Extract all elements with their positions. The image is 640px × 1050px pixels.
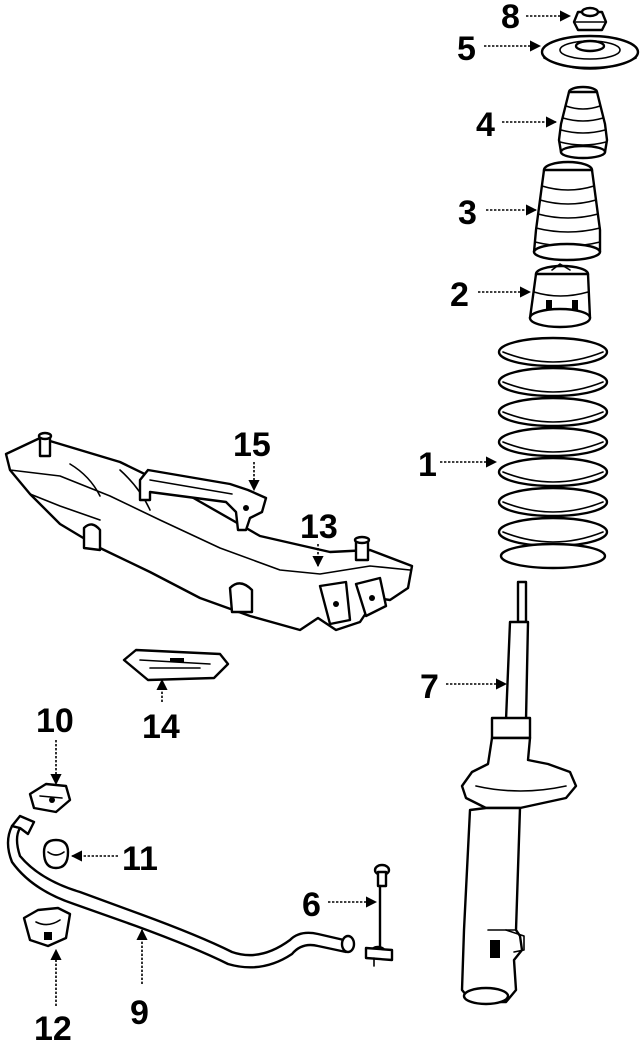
dust-boot-part[interactable]	[532, 160, 602, 262]
callout-13: 13	[300, 508, 338, 546]
crossmember-part[interactable]	[4, 431, 414, 632]
callout-15: 15	[233, 426, 271, 464]
callout-3: 3	[458, 194, 477, 232]
callout-labels: 8 5 4 3 2 1 7 15 13 14 10 11 6 9 12	[34, 0, 520, 1048]
callout-11: 11	[122, 840, 158, 878]
callout-1: 1	[418, 446, 437, 484]
callout-2: 2	[450, 276, 469, 314]
strut-nut-part[interactable]	[572, 6, 608, 32]
callout-14: 14	[142, 708, 180, 746]
stabilizer-link-part[interactable]	[364, 863, 394, 967]
leader-lines	[50, 10, 572, 1006]
callout-9: 9	[130, 994, 149, 1032]
callout-5: 5	[457, 30, 476, 68]
callout-12: 12	[34, 1010, 72, 1048]
shield-plate-part[interactable]	[122, 648, 230, 682]
stabilizer-bar-part[interactable]	[6, 814, 356, 969]
callout-4: 4	[476, 106, 495, 144]
stabilizer-bracket-part[interactable]	[28, 782, 72, 814]
strut-assembly-part[interactable]	[460, 580, 578, 1006]
coil-spring-part[interactable]	[497, 336, 609, 570]
spring-insulator-part[interactable]	[528, 263, 592, 329]
stabilizer-bushing-part[interactable]	[42, 838, 70, 870]
bar-bracket-part[interactable]	[22, 906, 72, 948]
callout-8: 8	[501, 0, 520, 36]
callout-6: 6	[302, 886, 321, 924]
callout-7: 7	[420, 668, 439, 706]
upper-mount-part[interactable]	[540, 34, 640, 70]
jounce-bumper-part[interactable]	[557, 85, 609, 160]
brace-bracket-part[interactable]	[138, 468, 268, 532]
callout-10: 10	[36, 702, 74, 740]
